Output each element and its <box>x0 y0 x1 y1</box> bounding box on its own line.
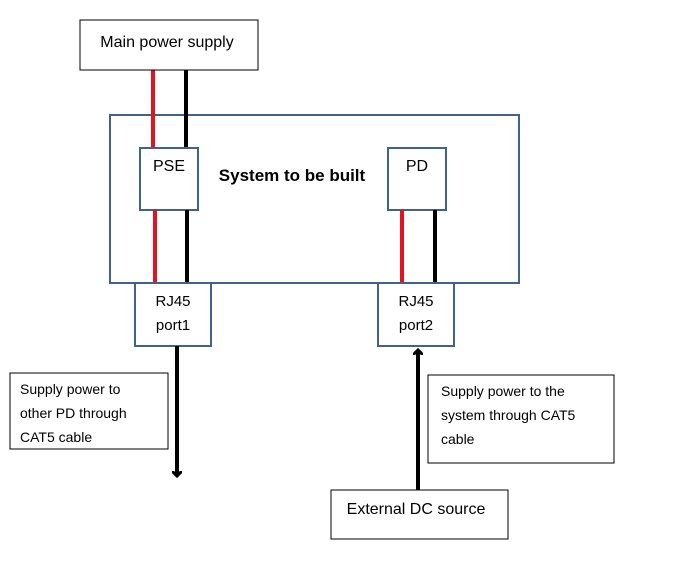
left-note-line3: CAT5 cable <box>20 429 92 445</box>
port1-line1: RJ45 <box>155 293 190 310</box>
right-note-box <box>427 374 615 464</box>
right-note-line1: Supply power to the <box>441 383 565 399</box>
left-note-line1: Supply power to <box>20 381 121 397</box>
right-note-line3: cable <box>441 431 475 447</box>
external-dc-source-label: External DC source <box>347 501 486 518</box>
right-note-line2: system through CAT5 <box>441 407 576 423</box>
system-label: System to be built <box>219 166 366 185</box>
pse-label: PSE <box>153 158 185 175</box>
port2-line2: port2 <box>399 317 433 334</box>
port1-line2: port1 <box>156 317 190 334</box>
port2-line1: RJ45 <box>398 293 433 310</box>
left-note-box <box>9 372 169 450</box>
main-power-supply-box <box>79 19 259 71</box>
pse-box <box>139 147 199 211</box>
left-note-line2: other PD through <box>20 405 127 421</box>
pd-box <box>387 147 447 211</box>
pd-label: PD <box>406 158 428 175</box>
rj45-port2-box <box>377 282 455 347</box>
main-power-supply-label: Main power supply <box>100 34 233 51</box>
rj45-port1-box <box>134 282 212 347</box>
external-dc-source-box <box>330 489 509 540</box>
